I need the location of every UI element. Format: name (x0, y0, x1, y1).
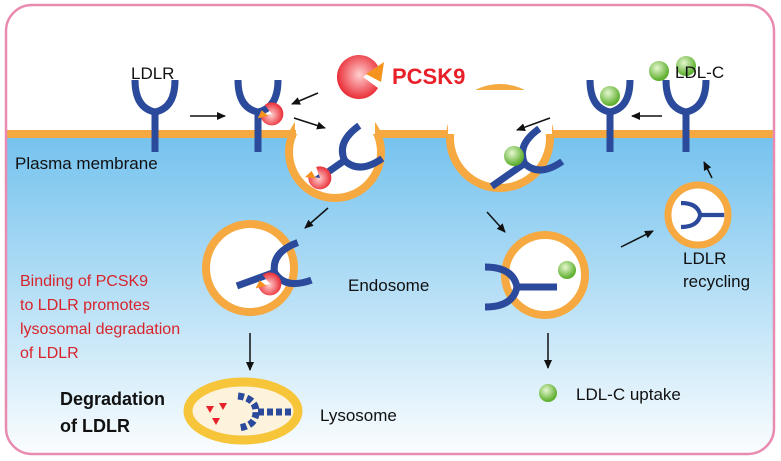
note-line: of LDLR (20, 345, 79, 362)
recycling-label: LDLR (683, 249, 726, 268)
binding-note: Binding of PCSK9 to LDLR promotes lysoso… (20, 273, 180, 362)
degraded-pcsk9-icon (206, 403, 227, 425)
degradation-label: Degradation (60, 389, 165, 409)
ldlc-particle-icon (676, 56, 696, 76)
border (4, 3, 776, 456)
degradation-label: of LDLR (60, 416, 130, 436)
uptake-label: LDL-C uptake (576, 385, 681, 404)
ldlc-particle-icon (539, 384, 557, 402)
ldlc-particle-icon (504, 146, 524, 166)
lysosome-label: Lysosome (320, 406, 397, 425)
note-line: to LDLR promotes (20, 297, 150, 314)
ldlc-label: LDL-C (675, 63, 724, 82)
ldlc-particle-icon (558, 261, 576, 279)
recycling-label: recycling (683, 272, 750, 291)
ldlc-particle-icon (600, 86, 620, 106)
recycling-vesicle (664, 181, 732, 249)
endosome-left (202, 220, 298, 316)
plasma-membrane-label: Plasma membrane (15, 154, 158, 173)
endosome-label: Endosome (348, 276, 429, 295)
cytoplasm (6, 134, 774, 454)
ldlc-legend-icon (649, 61, 669, 81)
lysosome (183, 377, 303, 445)
degraded-ldlr-icon (237, 392, 292, 432)
endosome-right (501, 231, 589, 319)
note-line: lysosomal degradation (20, 321, 180, 338)
note-line: Binding of PCSK9 (20, 273, 148, 290)
pcsk9-label: PCSK9 (392, 64, 465, 89)
ldlr-label: LDLR (131, 64, 174, 83)
arrows (190, 92, 713, 371)
pcsk9-icon (336, 55, 384, 99)
